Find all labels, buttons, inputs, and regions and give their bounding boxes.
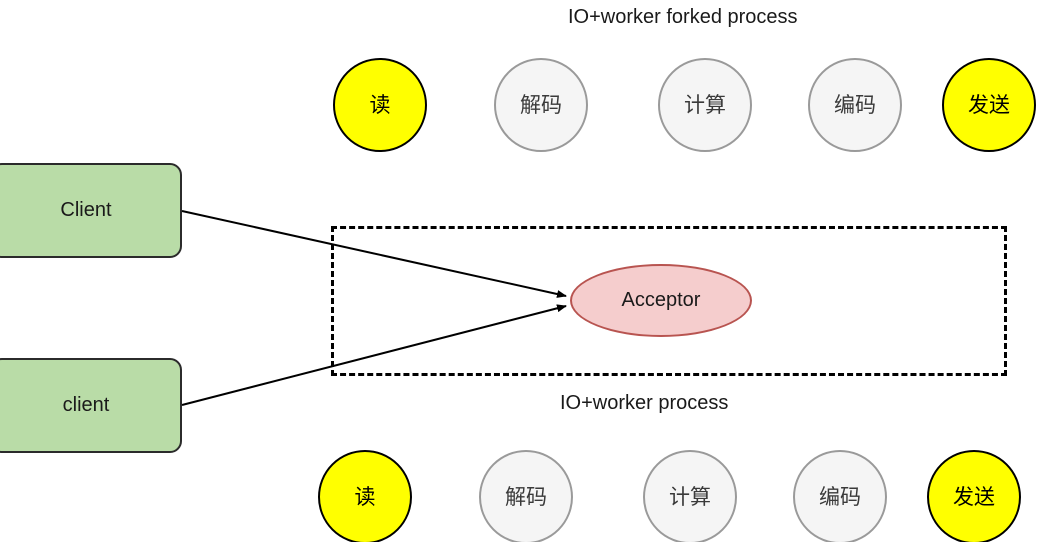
stage-circle-bottom_row-4[interactable]: 发送: [927, 450, 1021, 542]
stage-circle-top_row-4[interactable]: 发送: [942, 58, 1036, 152]
stage-circle-bottom_row-1[interactable]: 解码: [479, 450, 573, 542]
stage-circle-top_row-2[interactable]: 计算: [658, 58, 752, 152]
bottom-group-label: IO+worker process: [560, 392, 729, 414]
acceptor-node[interactable]: Acceptor: [570, 264, 752, 337]
stage-circle-top_row-0[interactable]: 读: [333, 58, 427, 152]
stage-circle-bottom_row-3[interactable]: 编码: [793, 450, 887, 542]
stage-circle-top_row-3[interactable]: 编码: [808, 58, 902, 152]
client-node-0[interactable]: Client: [0, 163, 182, 258]
client-node-1[interactable]: client: [0, 358, 182, 453]
stage-circle-bottom_row-0[interactable]: 读: [318, 450, 412, 542]
io-worker-region-boundary: [331, 226, 1007, 376]
top-group-label: IO+worker forked process: [568, 6, 798, 28]
stage-circle-bottom_row-2[interactable]: 计算: [643, 450, 737, 542]
stage-circle-top_row-1[interactable]: 解码: [494, 58, 588, 152]
